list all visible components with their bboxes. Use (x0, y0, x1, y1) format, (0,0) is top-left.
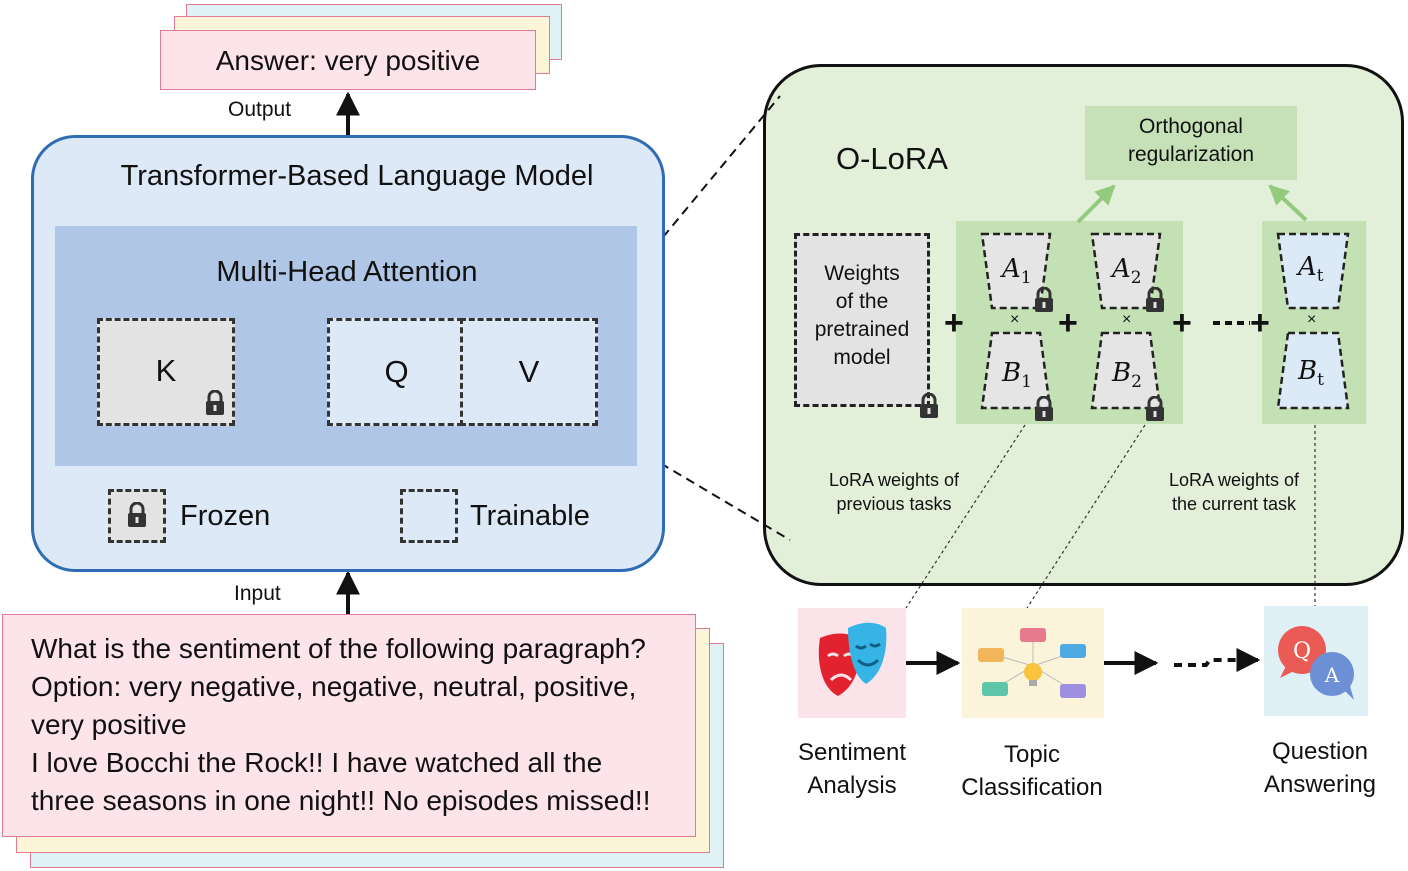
olora-title: O-LoRA (836, 141, 948, 176)
lock-icon (1146, 287, 1164, 312)
lock-icon (1035, 396, 1053, 421)
lock-icon (1035, 287, 1053, 312)
ortho-line: regularization (1127, 143, 1255, 166)
legend-frozen-label: Frozen (180, 500, 271, 532)
at-label: At (1298, 252, 1324, 287)
model-title: Transformer-Based Language Model (120, 160, 594, 192)
task-arrow-3 (1174, 648, 1261, 672)
legend-trainable-label: Trainable (470, 500, 590, 532)
plus-icon: + (1172, 304, 1192, 342)
previous-tasks-caption: LoRA weights of previous tasks (828, 470, 960, 514)
q-matrix: Q (327, 318, 463, 426)
a1-label: A1 (1002, 254, 1032, 289)
plus-icon: + (1250, 304, 1270, 342)
answer-text: Answer: very positive (215, 45, 481, 76)
a1-trapezoid (980, 232, 1052, 310)
input-line: very positive (31, 709, 187, 740)
pretrained-line: of the (835, 290, 889, 313)
input-line: I love Bocchi the Rock!! I have watched … (31, 747, 603, 778)
topic-classification-icon (962, 608, 1104, 718)
task-label-qa: Question Answering (1263, 738, 1377, 798)
a2-trapezoid (1090, 232, 1162, 310)
question-answering-icon: Q A (1264, 606, 1368, 716)
times-sign: × (1307, 311, 1317, 328)
plus-icon: + (1058, 304, 1078, 342)
k-label: K (155, 353, 177, 388)
times-sign: × (1010, 311, 1020, 328)
v-label: V (518, 354, 540, 389)
connector-sentiment (905, 424, 1026, 609)
output-card: Answer: very positive (160, 30, 536, 90)
lock-icon (206, 390, 224, 415)
input-label: Input (234, 582, 281, 605)
task-label-topic: Topic Classification (961, 741, 1103, 801)
svg-text:A: A (1324, 663, 1340, 687)
q-label: Q (384, 354, 409, 389)
pretrained-line: pretrained (814, 318, 910, 341)
b2-label: B2 (1112, 358, 1142, 393)
input-line: What is the sentiment of the following p… (31, 633, 646, 664)
bt-label: Bt (1298, 356, 1324, 391)
v-matrix: V (460, 318, 598, 426)
pretrained-line: model (833, 346, 891, 369)
current-task-caption: LoRA weights of the current task (1168, 470, 1300, 514)
task-label-sentiment: Sentiment Analysis (797, 739, 907, 799)
lock-icon (920, 393, 938, 418)
orthogonal-regularization-box: Orthogonal regularization (1085, 106, 1297, 180)
times-sign: × (1122, 311, 1132, 328)
bt-trapezoid (1276, 331, 1350, 410)
input-card: What is the sentiment of the following p… (2, 614, 696, 837)
sentiment-analysis-icon (798, 608, 906, 718)
pretrained-line: Weights (824, 262, 900, 285)
a2-label: A2 (1112, 254, 1142, 289)
connector-topic (1026, 424, 1146, 609)
pretrained-weights-box: Weights of the pretrained model (794, 233, 930, 407)
output-label: Output (228, 98, 292, 121)
ortho-arrow-left (1076, 184, 1116, 224)
at-trapezoid (1276, 232, 1350, 310)
lock-icon (1146, 396, 1164, 421)
attention-title: Multi-Head Attention (216, 256, 478, 288)
input-line: Option: very negative, negative, neutral… (31, 671, 637, 702)
b1-label: B1 (1002, 358, 1032, 393)
lock-icon (128, 502, 146, 527)
svg-text:Q: Q (1293, 639, 1311, 664)
input-line: three seasons in one night!! No episodes… (31, 785, 651, 816)
plus-icon: + (944, 304, 964, 342)
legend-trainable-swatch (400, 489, 458, 543)
ortho-arrow-right (1268, 184, 1308, 222)
ortho-line: Orthogonal (1139, 115, 1243, 138)
